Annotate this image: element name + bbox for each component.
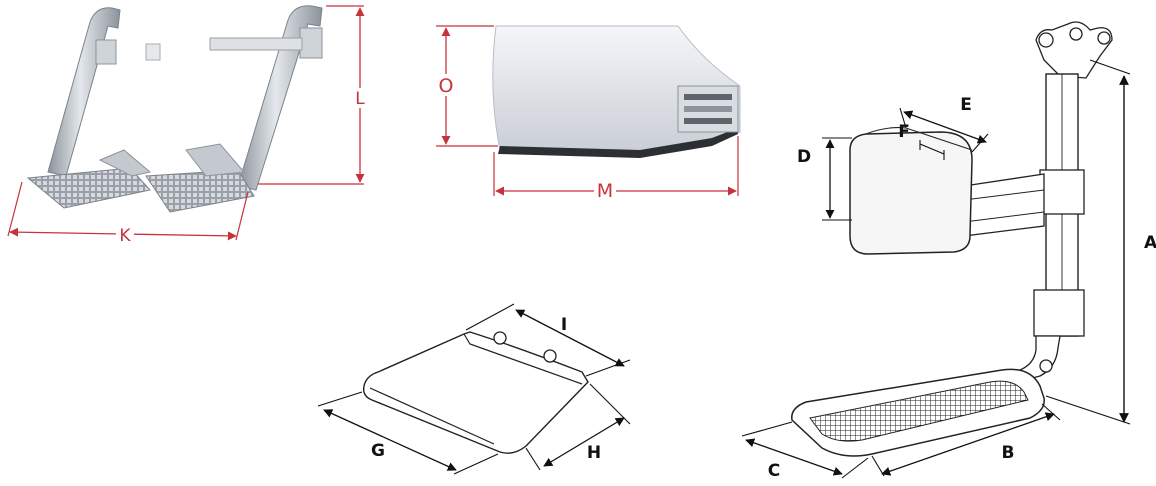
dimension-k-label: K [119, 226, 131, 246]
footplate-side-figure: O M [436, 25, 741, 202]
right-footplate-flap [185, 143, 245, 177]
dimension-c-label: C [768, 461, 780, 481]
left-hanger-tube [47, 7, 121, 177]
footplate-side-edge [498, 128, 738, 158]
footplate-grate [809, 380, 1029, 442]
dimension-b-line [881, 412, 1055, 476]
right-bracket [299, 27, 323, 59]
small-footplate-outline [362, 331, 589, 454]
dimension-a-label: A [1144, 233, 1156, 253]
right-footplate [145, 169, 255, 213]
post-clamp-upper [1039, 169, 1085, 215]
dimension-d-label: D [797, 147, 811, 167]
dimension-b-label: B [1002, 443, 1015, 463]
top-hinge [1035, 21, 1113, 79]
dimension-e-label: E [960, 95, 972, 115]
dimension-e-line [903, 110, 987, 144]
small-footplate-lug-right [543, 349, 557, 363]
left-footplate-flap [98, 149, 152, 177]
left-bracket [95, 39, 117, 65]
dimension-f-label: F [898, 122, 910, 142]
dimension-g-line [323, 409, 457, 471]
footplate-small-figure: I G H [317, 303, 631, 475]
small-footplate-lug-left [493, 331, 507, 345]
legrest-assembly-figure: A B C D E F [741, 21, 1156, 481]
left-footplate [26, 167, 151, 209]
dimension-l-label: L [355, 89, 365, 109]
cushion-arm [963, 173, 1045, 237]
dimension-i-line [515, 309, 625, 367]
dimension-c-line [745, 438, 843, 476]
dimension-m-label: M [597, 180, 613, 202]
footrest-pair-figure: K L [7, 5, 368, 246]
calf-cushion [849, 131, 973, 255]
dimension-o-label: O [439, 75, 454, 97]
dimension-f-line [919, 143, 945, 155]
post-clamp-lower [1033, 289, 1085, 337]
dimension-h-line [543, 417, 625, 467]
dimension-i-label: I [561, 315, 567, 335]
cross-bar [209, 37, 303, 51]
right-hanger-tube [237, 5, 323, 191]
small-clip [145, 43, 161, 61]
dimension-g-label: G [371, 441, 385, 461]
dimension-h-label: H [587, 443, 601, 463]
